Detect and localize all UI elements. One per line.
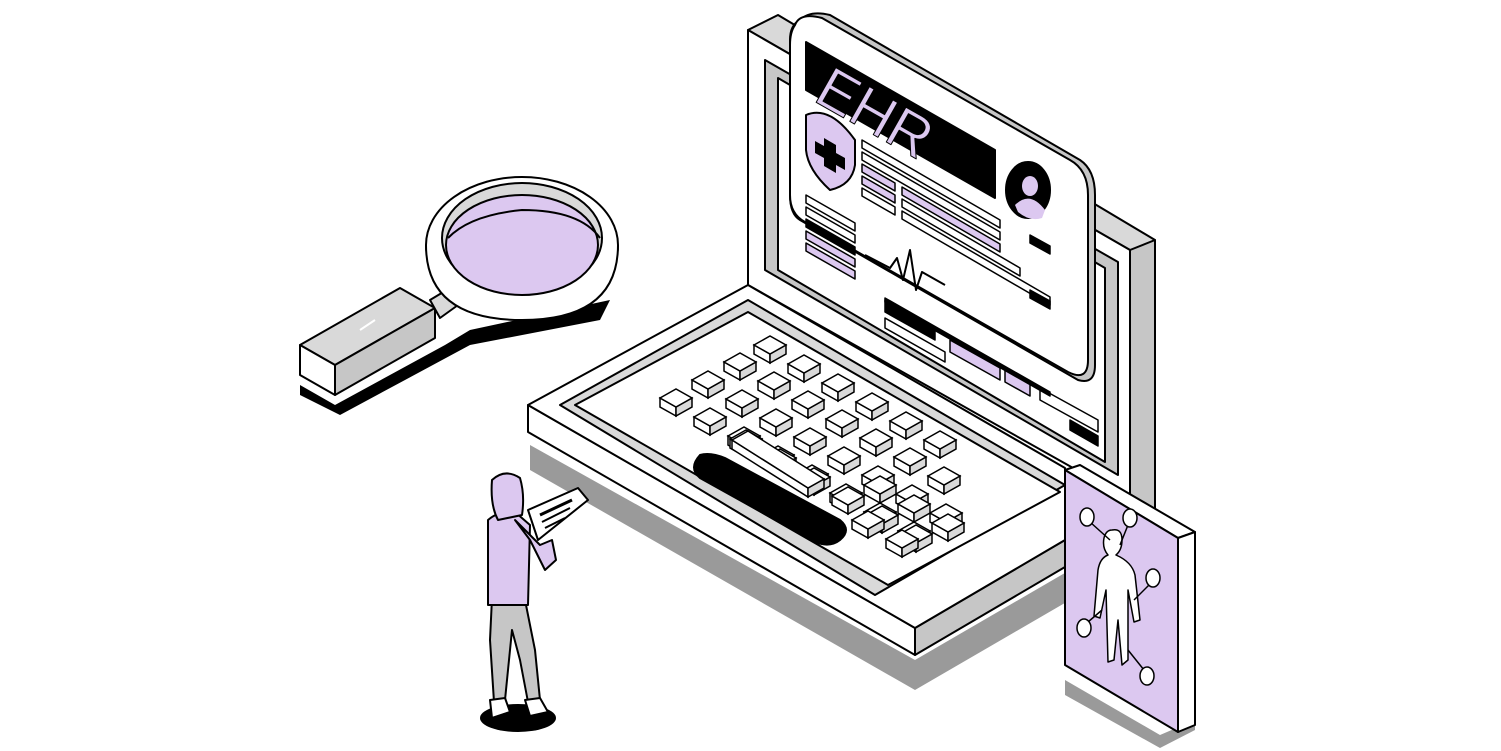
user-avatar-icon — [1005, 161, 1051, 220]
keyboard-key — [758, 408, 794, 438]
person-with-tablet — [487, 472, 589, 719]
keyboard-key — [922, 430, 958, 460]
body-anatomy-board — [1064, 464, 1196, 733]
keyboard-key — [854, 392, 890, 422]
keyboard-key — [926, 466, 962, 496]
keyboard-key — [862, 475, 898, 505]
body-anatomy-icon — [1093, 528, 1141, 666]
record-lines — [805, 139, 1051, 397]
keyboard-key — [930, 513, 966, 543]
keyboard-key — [888, 411, 924, 441]
keyboard-key — [786, 354, 822, 384]
ehr-record-card: EHR — [789, 12, 1096, 397]
keyboard-key — [724, 389, 760, 419]
keyboard-key — [790, 390, 826, 420]
heartbeat-icon — [864, 249, 946, 291]
keyboard-key — [658, 388, 694, 418]
shield-plus-icon — [805, 111, 856, 191]
lid-side — [1129, 229, 1156, 511]
trackpad — [693, 453, 847, 546]
keyboard-key — [830, 486, 866, 516]
keyboard-key — [690, 370, 726, 400]
keyboard-key — [892, 447, 928, 477]
keyboard-keys — [658, 335, 966, 559]
keyboard-key — [858, 428, 894, 458]
keyboard-key — [850, 510, 886, 540]
magnifier-shadow — [300, 300, 610, 415]
keyboard-key — [824, 409, 860, 439]
magnifying-glass-icon — [299, 176, 619, 396]
screen-rows — [884, 299, 1099, 447]
keyboard-key — [820, 373, 856, 403]
ehr-banner — [805, 41, 996, 199]
keyboard-key — [826, 446, 862, 476]
keyboard-key — [884, 529, 920, 559]
keyboard-key — [752, 335, 788, 365]
keyboard-key — [896, 494, 932, 524]
keyboard-key — [792, 427, 828, 457]
anatomy-callouts — [1076, 507, 1161, 686]
tablet-icon — [527, 487, 589, 541]
keyboard-key — [692, 407, 728, 437]
keyboard-key — [730, 430, 826, 499]
keyboard-key — [756, 371, 792, 401]
keyboard-key — [722, 352, 758, 382]
